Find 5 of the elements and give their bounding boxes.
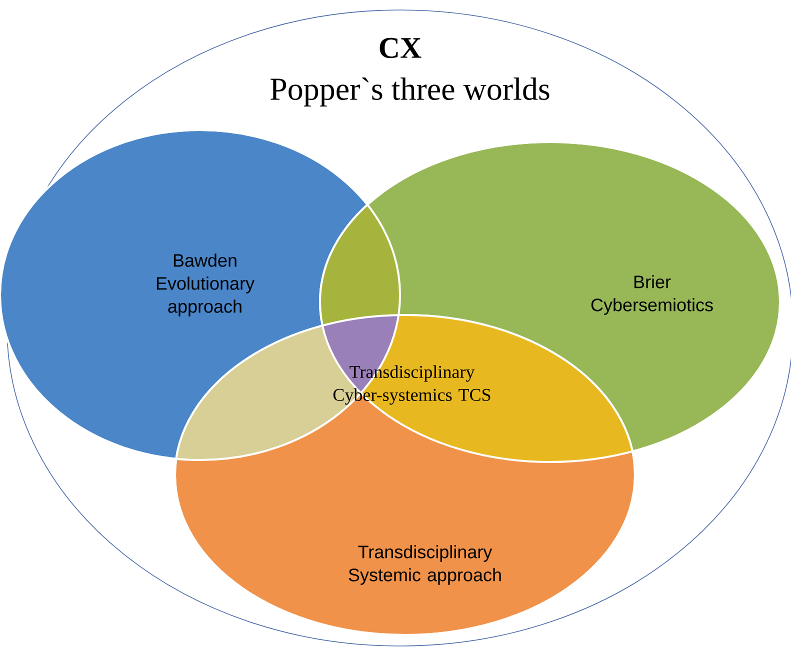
subtitle: Popper`s three worlds — [270, 77, 550, 107]
title: CX — [380, 38, 422, 58]
ellipse-label: Brier Cybersemiotics — [591, 275, 713, 315]
ellipse-label: Transdisciplinary Systemic approach — [348, 545, 501, 585]
ellipse-label: Bawden Evolutionary approach — [156, 254, 254, 316]
